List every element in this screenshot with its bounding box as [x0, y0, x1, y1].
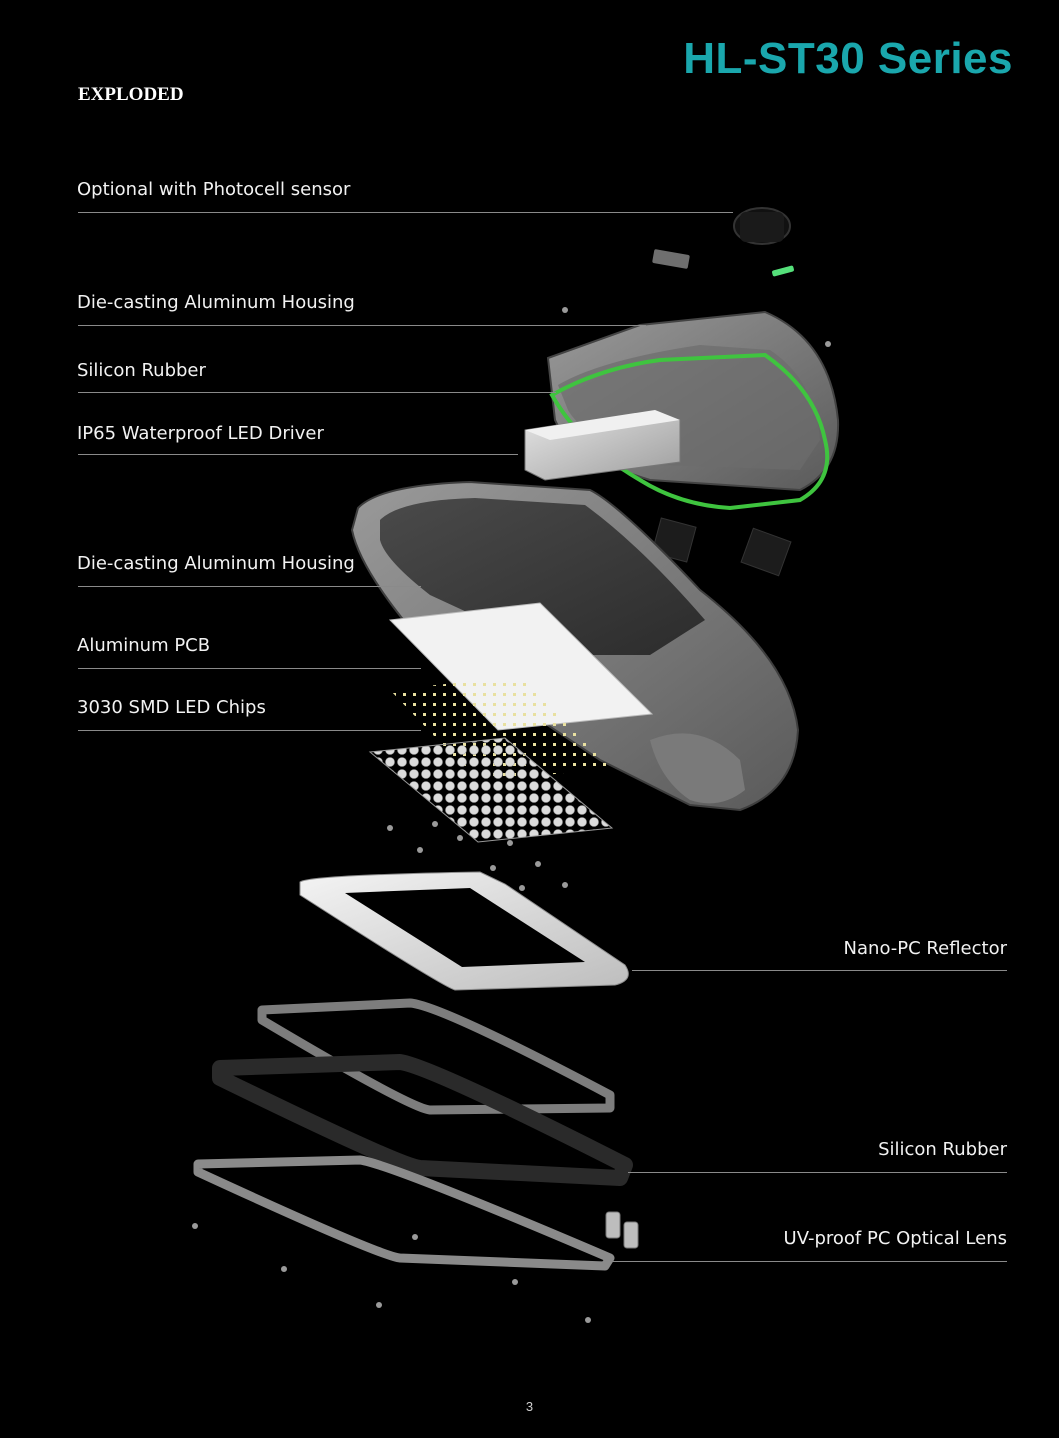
label-reflector: Nano-PC Reflector	[843, 938, 1007, 959]
reflector-part	[299, 871, 629, 991]
lens-frame-part	[193, 1155, 615, 1271]
leader-housing-main	[78, 586, 421, 587]
label-lens: UV-proof PC Optical Lens	[783, 1228, 1007, 1249]
bottom-screws-part	[192, 1223, 591, 1323]
label-rubber-top: Silicon Rubber	[77, 360, 206, 381]
label-chips: 3030 SMD LED Chips	[77, 697, 266, 718]
leader-housing-top	[78, 325, 646, 326]
screws-cluster-part	[387, 307, 831, 893]
label-housing-main: Die-casting Aluminum Housing	[77, 553, 355, 574]
label-pcb: Aluminum PCB	[77, 635, 211, 656]
leader-pcb	[78, 668, 421, 669]
led-driver-part	[524, 409, 681, 481]
leader-chips	[78, 730, 421, 731]
section-heading: EXPLODED	[78, 84, 184, 105]
leader-rubber-bottom	[628, 1172, 1007, 1173]
dark-gasket-part	[212, 1054, 633, 1186]
label-photocell: Optional with Photocell sensor	[77, 179, 351, 200]
leader-lens	[612, 1261, 1007, 1262]
photocell-sensor-part	[652, 207, 794, 277]
page-number: 3	[525, 1399, 534, 1414]
led-chips-part	[390, 676, 612, 782]
top-housing-part	[546, 310, 840, 511]
series-title: HL-ST30 Series	[683, 34, 1013, 83]
cable-glands-part	[605, 1211, 639, 1249]
leader-driver	[78, 454, 518, 455]
label-driver: IP65 Waterproof LED Driver	[77, 423, 324, 444]
label-rubber-bottom: Silicon Rubber	[878, 1139, 1007, 1160]
leader-photocell	[78, 212, 733, 213]
leader-rubber-top	[78, 392, 556, 393]
label-housing-top: Die-casting Aluminum Housing	[77, 292, 355, 313]
lens-array-part	[368, 737, 614, 843]
silicon-rubber-ring-part	[257, 998, 615, 1115]
leader-reflector	[632, 970, 1007, 971]
